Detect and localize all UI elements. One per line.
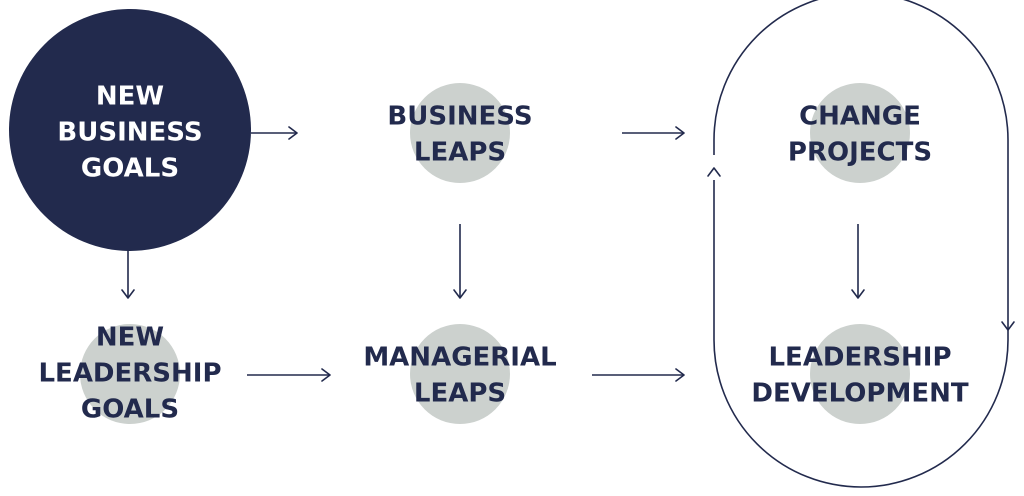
node-managerial-leaps-line-2: LEAPS — [414, 379, 506, 409]
arrow-business-leaps-to-change-projects — [622, 126, 685, 140]
loop-arrowhead-down — [1001, 321, 1015, 331]
node-leadership-development-line-1: LEADERSHIP — [768, 343, 951, 373]
node-new-business-goals-line-3: GOALS — [81, 154, 179, 184]
node-new-business-goals: NEW BUSINESS GOALS — [9, 9, 251, 251]
node-change-projects: CHANGE PROJECTS — [788, 83, 932, 183]
node-change-projects-line-1: CHANGE — [799, 102, 921, 132]
arrow-managerial-leaps-to-leadership-development — [592, 368, 685, 382]
node-business-leaps: BUSINESS LEAPS — [387, 83, 533, 183]
arrow-business-goals-to-leadership-goals — [121, 251, 135, 299]
cycle-loop — [713, 0, 1009, 330]
node-leadership-development: LEADERSHIP DEVELOPMENT — [751, 324, 969, 424]
arrow-leadership-goals-to-managerial-leaps — [247, 368, 331, 382]
loop-arrowhead-up — [707, 167, 721, 177]
arrow-business-leaps-to-managerial-leaps — [453, 224, 467, 299]
node-new-business-goals-line-2: BUSINESS — [57, 118, 202, 148]
node-new-leadership-goals-dot — [80, 324, 180, 424]
node-new-business-goals-line-1: NEW — [96, 82, 164, 112]
node-new-leadership-goals-line-1: NEW — [96, 323, 164, 353]
cycle-loop-bottom — [713, 180, 1009, 488]
node-managerial-leaps-dot — [410, 324, 510, 424]
node-leadership-development-line-2: DEVELOPMENT — [751, 379, 968, 409]
arrow-change-projects-to-leadership-development — [851, 224, 865, 299]
node-leadership-development-dot — [810, 324, 910, 424]
node-new-leadership-goals: NEW LEADERSHIP GOALS — [38, 323, 221, 425]
node-business-leaps-line-1: BUSINESS — [387, 102, 532, 132]
node-new-leadership-goals-line-3: GOALS — [81, 395, 179, 425]
node-business-leaps-line-2: LEAPS — [414, 138, 506, 168]
node-managerial-leaps: MANAGERIAL LEAPS — [363, 324, 557, 424]
arrow-business-goals-to-business-leaps — [251, 126, 298, 140]
node-business-leaps-dot — [410, 83, 510, 183]
node-new-business-goals-circle — [9, 9, 251, 251]
node-change-projects-line-2: PROJECTS — [788, 138, 932, 168]
node-new-leadership-goals-line-2: LEADERSHIP — [38, 359, 221, 389]
node-change-projects-dot — [810, 83, 910, 183]
node-managerial-leaps-line-1: MANAGERIAL — [363, 343, 556, 373]
